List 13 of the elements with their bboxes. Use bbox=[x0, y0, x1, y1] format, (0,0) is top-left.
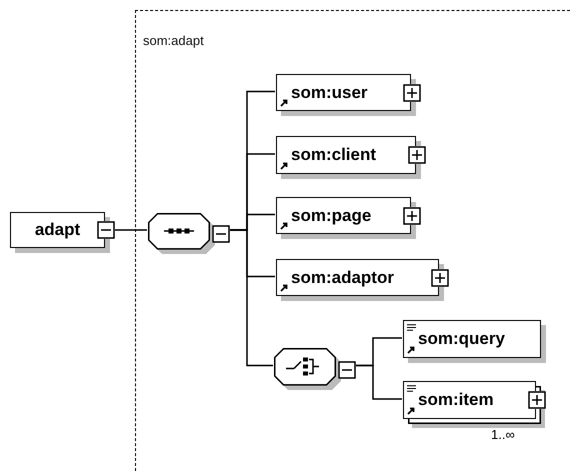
occurrence-label: 1..∞ bbox=[491, 427, 515, 442]
element-name: som:item bbox=[418, 390, 494, 410]
element-name: som:page bbox=[291, 206, 372, 226]
element-name: som:client bbox=[291, 145, 376, 165]
element-name: adapt bbox=[34, 220, 80, 240]
element-name: som:query bbox=[418, 329, 505, 349]
element-name: som:user bbox=[291, 82, 368, 102]
type-region bbox=[135, 10, 570, 471]
connector-line bbox=[229, 229, 273, 366]
connector-line bbox=[355, 364, 402, 400]
connector-line bbox=[115, 229, 147, 231]
element-name: som:adaptor bbox=[291, 268, 394, 288]
type-name: som:adapt bbox=[143, 33, 204, 48]
